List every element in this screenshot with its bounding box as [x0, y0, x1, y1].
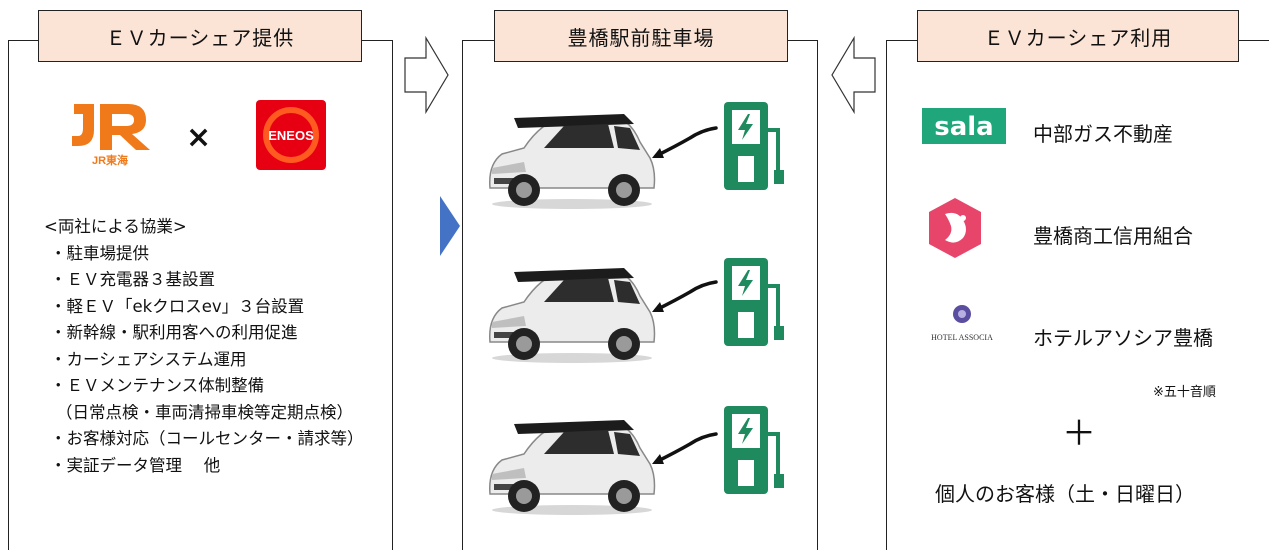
individual-customers-label: 個人のお客様（土・日曜日） — [935, 482, 1195, 506]
collab-item: ・新幹線・駅利用客への利用促進 — [50, 323, 298, 342]
ev-car-icon — [489, 114, 656, 209]
right-arrow-icon — [404, 36, 449, 114]
ev-charger-icon — [724, 406, 784, 494]
collab-item: （日常点検・車両清掃車検等定期点検） — [56, 402, 353, 422]
ev-charger-icon — [724, 102, 784, 190]
collaboration-title: <両社による協業> — [44, 217, 187, 236]
ev-car-icon — [489, 268, 656, 363]
svg-text:HOTEL ASSOCIA: HOTEL ASSOCIA — [931, 333, 993, 342]
collab-item: ・実証データ管理 他 — [50, 455, 221, 475]
collab-item: ・ＥＶメンテナンス体制整備 — [50, 376, 265, 395]
svg-text:ENEOS: ENEOS — [268, 128, 314, 143]
charging-cable-icon — [652, 432, 718, 464]
org-name: 豊橋商工信用組合 — [1033, 224, 1193, 248]
collab-item: ・駐車場提供 — [50, 243, 149, 263]
parking-header: 豊橋駅前駐車場 — [494, 10, 788, 62]
pointer-triangle-icon — [440, 196, 460, 256]
user-header: ＥＶカーシェア利用 — [917, 10, 1239, 62]
charging-cable-icon — [652, 280, 718, 312]
eneos-logo: ENEOS — [256, 100, 326, 170]
collab-item: ・ＥＶ充電器３基設置 — [50, 270, 215, 289]
org-name: ホテルアソシア豊橋 — [1033, 326, 1213, 350]
svg-text:sala: sala — [934, 112, 993, 142]
charging-cable-icon — [652, 126, 718, 158]
ev-car-icon — [489, 420, 656, 515]
left-arrow-icon — [831, 36, 876, 114]
shinkin-logo — [929, 198, 981, 258]
hotel-associa-logo: HOTEL ASSOCIA — [931, 305, 993, 342]
alphabetical-order-note: ※五十音順 — [1153, 385, 1216, 400]
jr-central-logo: JR東海 — [72, 104, 150, 167]
collab-item: ・軽ＥＶ「ekクロスev」３台設置 — [50, 296, 305, 316]
org-name: 中部ガス不動産 — [1033, 122, 1173, 146]
collab-item: ・お客様対応（コールセンター・請求等） — [50, 429, 364, 448]
svg-text:JR東海: JR東海 — [92, 153, 128, 167]
plus-sign: ＋ — [1062, 414, 1096, 454]
provider-header: ＥＶカーシェア提供 — [38, 10, 362, 62]
ev-charger-icon — [724, 258, 784, 346]
collab-item: ・カーシェアシステム運用 — [50, 349, 247, 369]
sala-logo: sala — [922, 108, 1006, 144]
collaboration-times-sign: × — [186, 120, 212, 155]
collaboration-list: <両社による協業> ・駐車場提供 ・ＥＶ充電器３基設置 ・軽ＥＶ「ekクロスev… — [44, 214, 364, 479]
